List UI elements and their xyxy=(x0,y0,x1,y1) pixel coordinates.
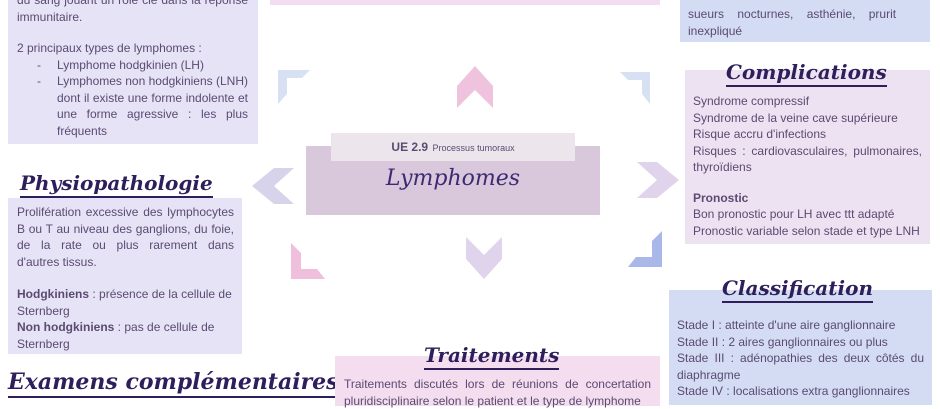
definition-text: du sang jouant un rôle clé dans la répon… xyxy=(17,0,248,24)
classification-item: Stade I : atteinte d'une aire ganglionna… xyxy=(677,318,896,332)
center-title: Lymphomes xyxy=(385,166,521,191)
definition-card: du sang jouant un rôle clé dans la répon… xyxy=(8,0,258,144)
arrow-right-icon xyxy=(637,162,679,198)
symptomes-line-2: inexpliqué xyxy=(688,23,743,38)
symptomes-card: sueurs nocturnes, asthénie, prurit inexp… xyxy=(680,0,930,42)
nonhodgkin-label: Non hodgkiniens xyxy=(17,320,115,334)
list-item: Lymphomes non hodgkiniens (LNH) dont il … xyxy=(17,73,248,139)
complication-item: Risque accru d'infections xyxy=(693,127,827,141)
complications-card: Syndrome compressif Syndrome de la veine… xyxy=(685,70,930,244)
ue-name: Processus tumoraux xyxy=(432,143,515,153)
classification-item: Stade IV : localisations extra ganglionn… xyxy=(677,384,910,398)
ue-code: UE 2.9 xyxy=(391,140,429,154)
classification-title: Classification xyxy=(722,276,873,303)
arrow-up-right-icon xyxy=(620,72,650,104)
arrow-up-icon xyxy=(457,66,493,108)
pronostic-item: Pronostic variable selon stade et type L… xyxy=(693,223,920,238)
complication-item: Syndrome de la veine cave supérieure xyxy=(693,110,898,125)
list-item: Lymphome hodgkinien (LH) xyxy=(17,57,248,74)
complication-item: Risques : cardiovasculaires, pulmonaires… xyxy=(693,143,922,175)
traitements-text: Traitements discutés lors de réunions de… xyxy=(344,377,651,408)
arrow-up-left-icon xyxy=(278,70,310,104)
physiopathologie-card: Prolifération excessive des lymphocytes … xyxy=(8,198,242,354)
classification-item: Stade II : 2 aires ganglionnaires ou plu… xyxy=(677,334,888,349)
examens-title: Examens complémentaires xyxy=(8,369,339,398)
types-list: Lymphome hodgkinien (LH) Lymphomes non h… xyxy=(17,57,248,140)
classification-item: Stade III : adénopathies des deux côtés … xyxy=(677,351,924,382)
center-box: UE 2.9 Processus tumoraux Lymphomes xyxy=(306,133,600,215)
pronostic-title: Pronostic xyxy=(693,190,749,205)
pronostic-item: Bon pronostic pour LH avec ttt adapté xyxy=(693,207,895,221)
physiopathologie-title: Physiopathologie xyxy=(20,171,213,198)
complications-title: Complications xyxy=(726,60,887,87)
arrow-down-icon xyxy=(466,237,502,279)
ue-banner: UE 2.9 Processus tumoraux xyxy=(331,133,575,161)
arrow-left-icon xyxy=(252,168,294,204)
traitements-title: Traitements xyxy=(424,343,560,370)
physiopathologie-text: Prolifération excessive des lymphocytes … xyxy=(17,205,234,269)
arrow-down-left-icon xyxy=(291,243,325,279)
symptomes-line-1: sueurs nocturnes, asthénie, prurit xyxy=(688,7,897,21)
hodgkin-line: Hodgkiniens : présence de la cellule de … xyxy=(17,286,234,319)
hodgkin-text: : présence de la cellule de Sternberg xyxy=(17,287,232,318)
complication-item: Syndrome compressif xyxy=(693,94,810,108)
types-title: 2 principaux types de lymphomes : xyxy=(17,41,202,55)
top-center-box xyxy=(270,0,660,5)
nonhodgkin-text: : pas de cellule de Sternberg xyxy=(17,320,215,351)
arrow-down-right-icon xyxy=(628,231,662,267)
hodgkin-label: Hodgkiniens xyxy=(17,287,90,301)
nonhodgkin-line: Non hodgkiniens : pas de cellule de Ster… xyxy=(17,319,234,352)
classification-card: Stade I : atteinte d'une aire ganglionna… xyxy=(669,290,932,405)
